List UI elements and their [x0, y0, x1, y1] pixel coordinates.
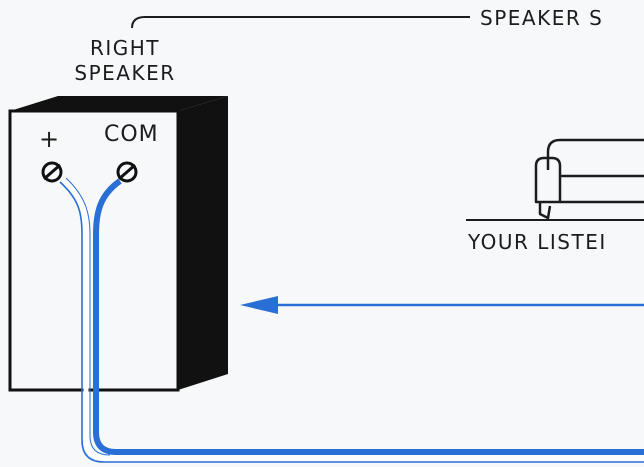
leader-line: [131, 16, 470, 29]
sofa-icon: [534, 138, 644, 220]
top-label: SPEAKER S: [480, 6, 604, 30]
speaker-cable-positive: [62, 178, 644, 461]
arrow-left-icon: [240, 296, 278, 314]
screw-icon: [41, 161, 63, 183]
speaker-label: RIGHT SPEAKER: [60, 36, 190, 86]
terminal-plus-label: +: [39, 125, 61, 153]
speaker-top-face: [10, 96, 228, 111]
speaker-side-face: [178, 96, 228, 390]
terminal-com-label: COM: [104, 122, 159, 147]
speaker-label-line1: RIGHT: [89, 36, 161, 60]
speaker-cable-inner-outline: [65, 177, 111, 456]
speaker-cable-com: [93, 178, 644, 455]
screw-icon: [116, 161, 138, 183]
speaker-label-line2: SPEAKER: [74, 61, 176, 85]
listening-area-label: YOUR LISTEI: [468, 230, 607, 254]
speaker-cable-outline: [59, 181, 644, 463]
